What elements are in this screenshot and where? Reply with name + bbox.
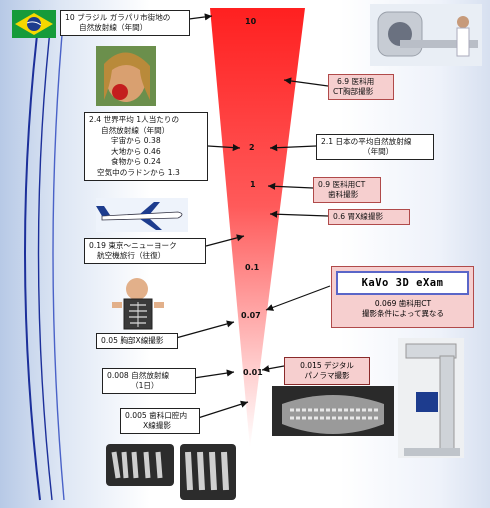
panoramic-xray-icon [272,386,394,436]
arrows [165,13,331,419]
label-line: 0.005 歯科口腔内 [125,411,188,420]
label-japan-average: 2.1 日本の平均自然放射線 （年間） [316,134,434,160]
scale-value-2: 2 [249,143,255,152]
label-line: 0.008 自然放射線 [107,371,170,380]
label-brazil-guarapari: 10 ブラジル ガラパリ市街地の 自然放射線（年間） [60,10,190,36]
label-chest-xray: 0.05 胸部X線撮影 [96,333,178,349]
scale-value-0-07: 0.07 [241,311,261,320]
label-line: 0.9 医科用CT [318,180,366,189]
label-line: 0.05 胸部X線撮影 [101,336,164,345]
label-line: 6.9 医科用 [337,77,375,86]
label-line: 宇宙から 0.38 [111,136,161,145]
label-medical-ct-dental: 0.9 医科用CT 歯科撮影 [313,177,381,203]
kavo-title: KaVo 3D eXam [336,271,469,295]
label-line: 10 ブラジル ガラパリ市街地の [65,13,171,22]
cbct-machine-icon [398,338,464,458]
label-line: （年間） [363,147,394,156]
kavo-description: 0.069 歯科用CT 撮影条件によって異なる [338,299,468,319]
label-daily-natural: 0.008 自然放射線 （1日） [102,368,196,394]
label-line: X線撮影 [143,421,171,430]
label-line: 自然放射線（年間） [79,23,148,32]
scale-value-0-1: 0.1 [245,263,260,272]
label-medical-ct-chest: 6.9 医科用 CT胸部撮影 [328,74,394,100]
scale-value-1: 1 [250,180,256,189]
airplane-icon [96,198,188,232]
label-digital-panorama: 0.015 デジタル パノラマ撮影 [284,357,370,385]
label-line: 自然放射線（年間） [101,125,170,135]
scale-value-10: 10 [245,17,257,26]
label-line: 歯科撮影 [328,190,359,199]
label-line: 航空機旅行（往復） [97,251,166,260]
woman-eating-apple-icon [96,46,156,106]
decorative-blue-curves [24,9,65,501]
label-line: 0.6 胃X線撮影 [333,212,384,221]
brazil-flag-icon [12,10,56,38]
intraoral-xray-icon [106,444,236,500]
label-line: 0.069 歯科用CT [374,299,432,308]
label-line: 0.19 東京～ニューヨーク [89,241,177,250]
label-world-average: 2.4 世界平均 1人当たりの 自然放射線（年間） 宇宙から 0.38 大地から… [84,112,208,181]
scale-value-0-01: 0.01 [243,368,263,377]
ct-scanner-icon [370,4,482,66]
label-stomach-xray: 0.6 胃X線撮影 [328,209,410,225]
chest-xray-icon [112,278,164,330]
label-line: 2.4 世界平均 1人当たりの [89,115,180,124]
label-line: 大地から 0.46 [111,146,161,156]
label-line: 撮影条件によって異なる [362,309,444,318]
label-line: （1日） [131,381,159,390]
label-flight-tokyo-ny: 0.19 東京～ニューヨーク 航空機旅行（往復） [84,238,206,264]
label-line: 食物から 0.24 [111,157,161,166]
label-line: 2.1 日本の平均自然放射線 [321,137,412,146]
dose-wedge [210,8,305,448]
label-line: パノラマ撮影 [304,371,350,380]
label-line: 0.015 デジタル [300,361,354,370]
label-line: CT胸部撮影 [333,87,374,96]
label-intraoral-xray: 0.005 歯科口腔内 X線撮影 [120,408,200,434]
label-line: 空気中のラドンから 1.3 [97,167,180,177]
